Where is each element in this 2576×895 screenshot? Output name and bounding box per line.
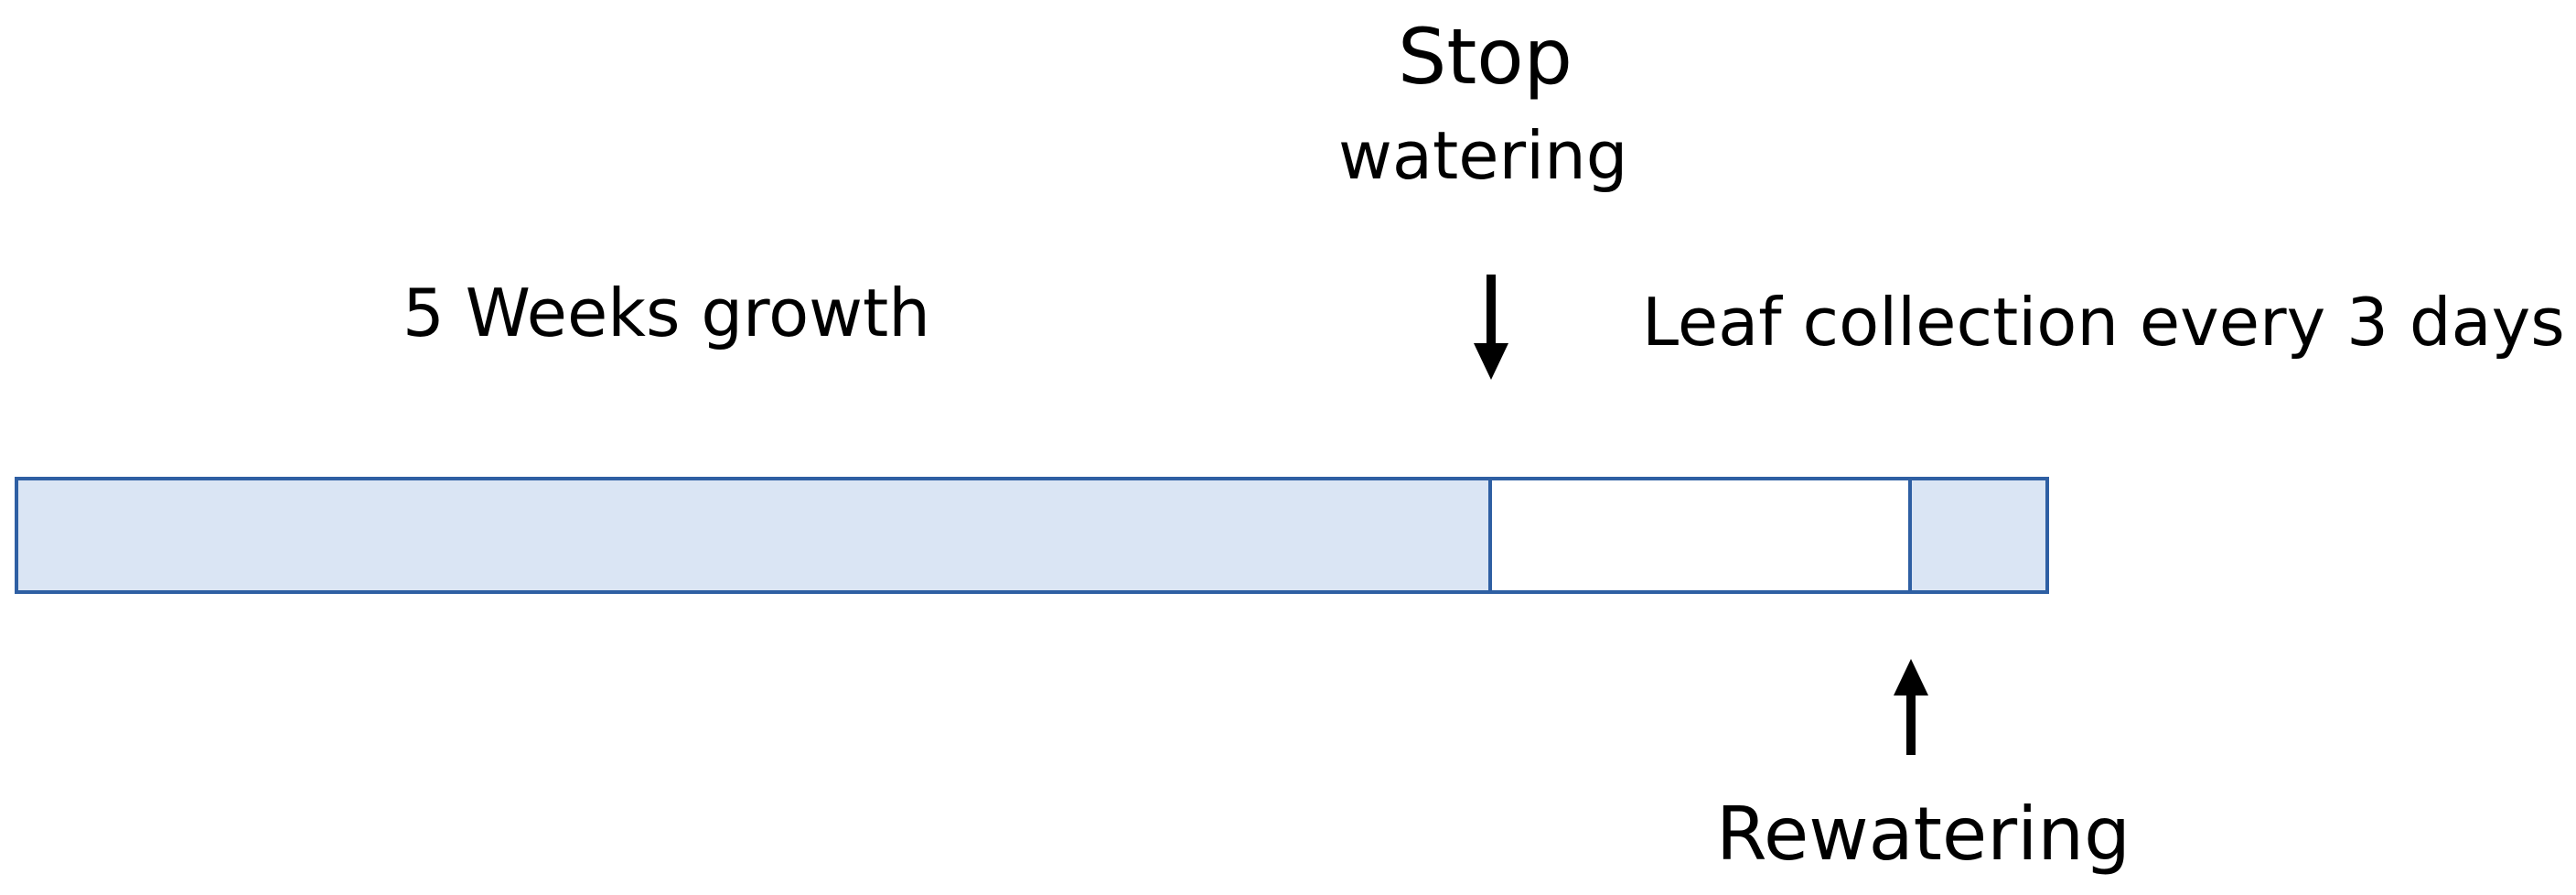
rewatering-label: Rewatering — [1716, 792, 2131, 877]
stop-watering-arrow-icon — [1474, 275, 1508, 380]
growth-label: 5 Weeks growth — [402, 275, 930, 351]
recovery-segment — [1908, 477, 2049, 594]
watering-label: watering — [1338, 117, 1628, 194]
drought-segment — [1488, 477, 1912, 594]
leaf-collection-label: Leaf collection every 3 days — [1642, 284, 2565, 361]
stop-label: Stop — [1398, 12, 1572, 102]
growth-segment — [15, 477, 1492, 594]
rewatering-arrow-icon — [1894, 659, 1928, 755]
